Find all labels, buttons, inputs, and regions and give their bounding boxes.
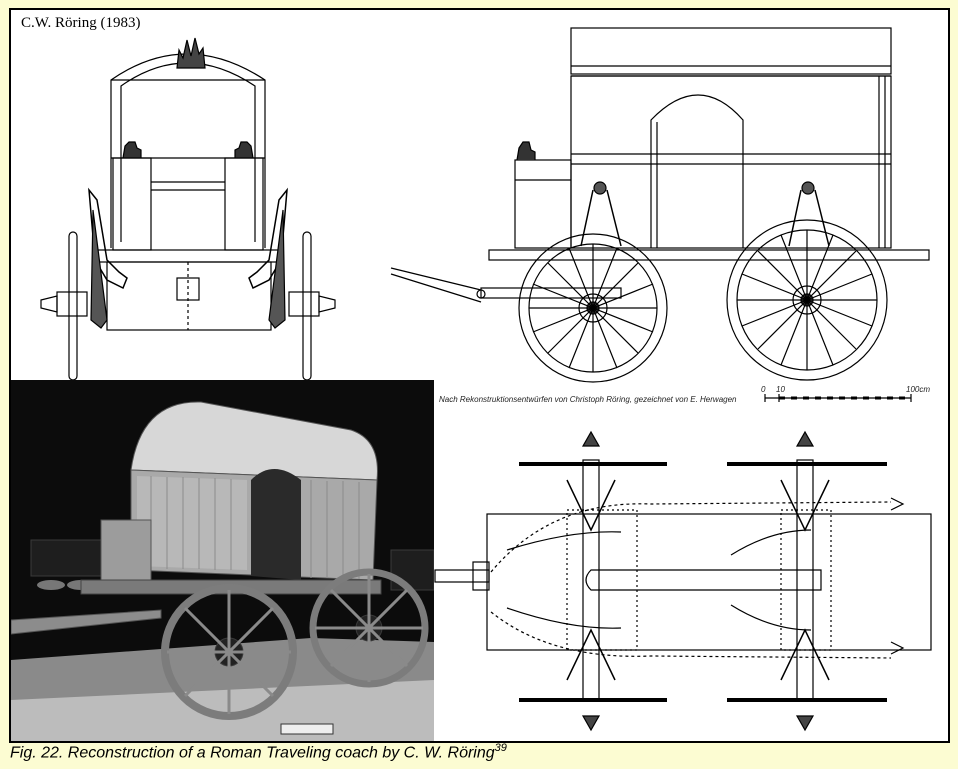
lion-figurine-icon [234, 141, 254, 159]
technical-drawings [40, 27, 932, 732]
coach-model-photo [11, 380, 434, 741]
lion-figurine-icon [516, 141, 536, 161]
museum-photograph [11, 380, 434, 741]
caption-text: Fig. 22. Reconstruction of a Roman Trave… [10, 744, 495, 762]
drawing-credit: Nach Rekonstruktionsentwürfen von Christ… [439, 395, 737, 404]
scale-mid-label: 10 [776, 385, 785, 394]
photo-rear-wheel [161, 584, 297, 720]
plan-view-drawing [434, 430, 932, 732]
caption-footnote: 39 [494, 742, 507, 754]
front-wheel-icon [726, 219, 888, 381]
side-elevation-drawing [390, 27, 930, 402]
author-label: C.W. Röring (1983) [21, 15, 141, 31]
scale-start-label: 0 [761, 385, 766, 394]
scale-end-label: 100cm [906, 385, 931, 394]
crest-figurine-icon [176, 37, 206, 69]
lion-figurine-icon [122, 141, 142, 159]
figure-frame: C.W. Röring (1983) Nach Rekonstruktionse… [9, 8, 950, 743]
scale-bar [764, 394, 912, 402]
photo-front-wheel [309, 568, 429, 688]
rear-wheel-icon [518, 233, 668, 383]
figure-caption: Fig. 22. Reconstruction of a Roman Trave… [10, 742, 507, 762]
front-elevation-drawing [40, 37, 336, 381]
